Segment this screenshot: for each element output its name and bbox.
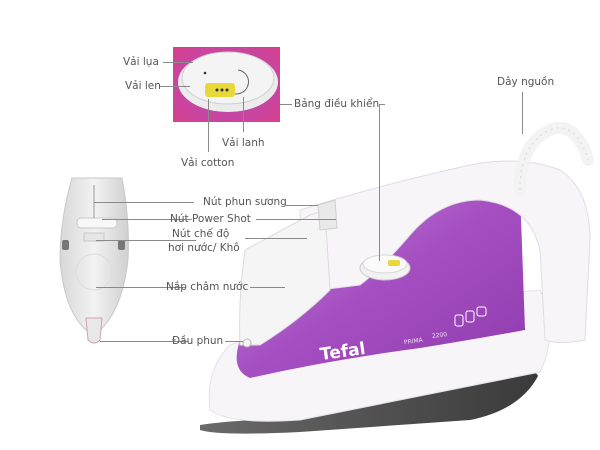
leader-line xyxy=(280,104,292,105)
leader-line xyxy=(96,287,186,288)
label-spray-button: Nút phun sương xyxy=(203,196,287,208)
label-steam-mode-line2: hơi nước/ Khô xyxy=(168,242,240,254)
leader-line xyxy=(94,202,194,203)
label-wool: Vải len xyxy=(125,80,161,92)
label-water-cap: Nắp châm nước xyxy=(166,281,249,293)
iron-top-view xyxy=(59,177,129,344)
leader-line xyxy=(243,97,244,132)
dial-inset-photo xyxy=(173,47,280,122)
label-control-panel: Bảng điều khiển xyxy=(294,98,380,110)
label-power-cord: Dây nguồn xyxy=(497,76,555,88)
label-silk: Vải lụa xyxy=(123,56,159,68)
label-spray-nozzle: Đầu phun xyxy=(172,335,224,347)
brand-logo: Tefal xyxy=(318,338,367,366)
leader-line xyxy=(379,104,380,261)
leader-line xyxy=(208,99,209,152)
leader-line xyxy=(286,205,318,206)
leader-line xyxy=(256,219,336,220)
leader-line xyxy=(522,92,523,134)
leader-line xyxy=(102,219,192,220)
leader-line xyxy=(245,238,307,239)
label-cotton: Vải cotton xyxy=(181,157,235,169)
leader-line xyxy=(379,104,385,105)
leader-line xyxy=(225,341,243,342)
leader-line xyxy=(163,62,193,63)
leader-line xyxy=(160,86,190,87)
iron-side-view xyxy=(200,121,594,434)
power-text: 2200 xyxy=(431,330,448,341)
leader-line xyxy=(96,240,196,241)
leader-line xyxy=(100,341,188,342)
label-power-shot-button: Nút Power Shot xyxy=(170,213,251,225)
leader-line xyxy=(250,287,285,288)
label-steam-mode-line1: Nút chế độ xyxy=(172,228,230,240)
label-linen: Vải lanh xyxy=(222,137,265,149)
